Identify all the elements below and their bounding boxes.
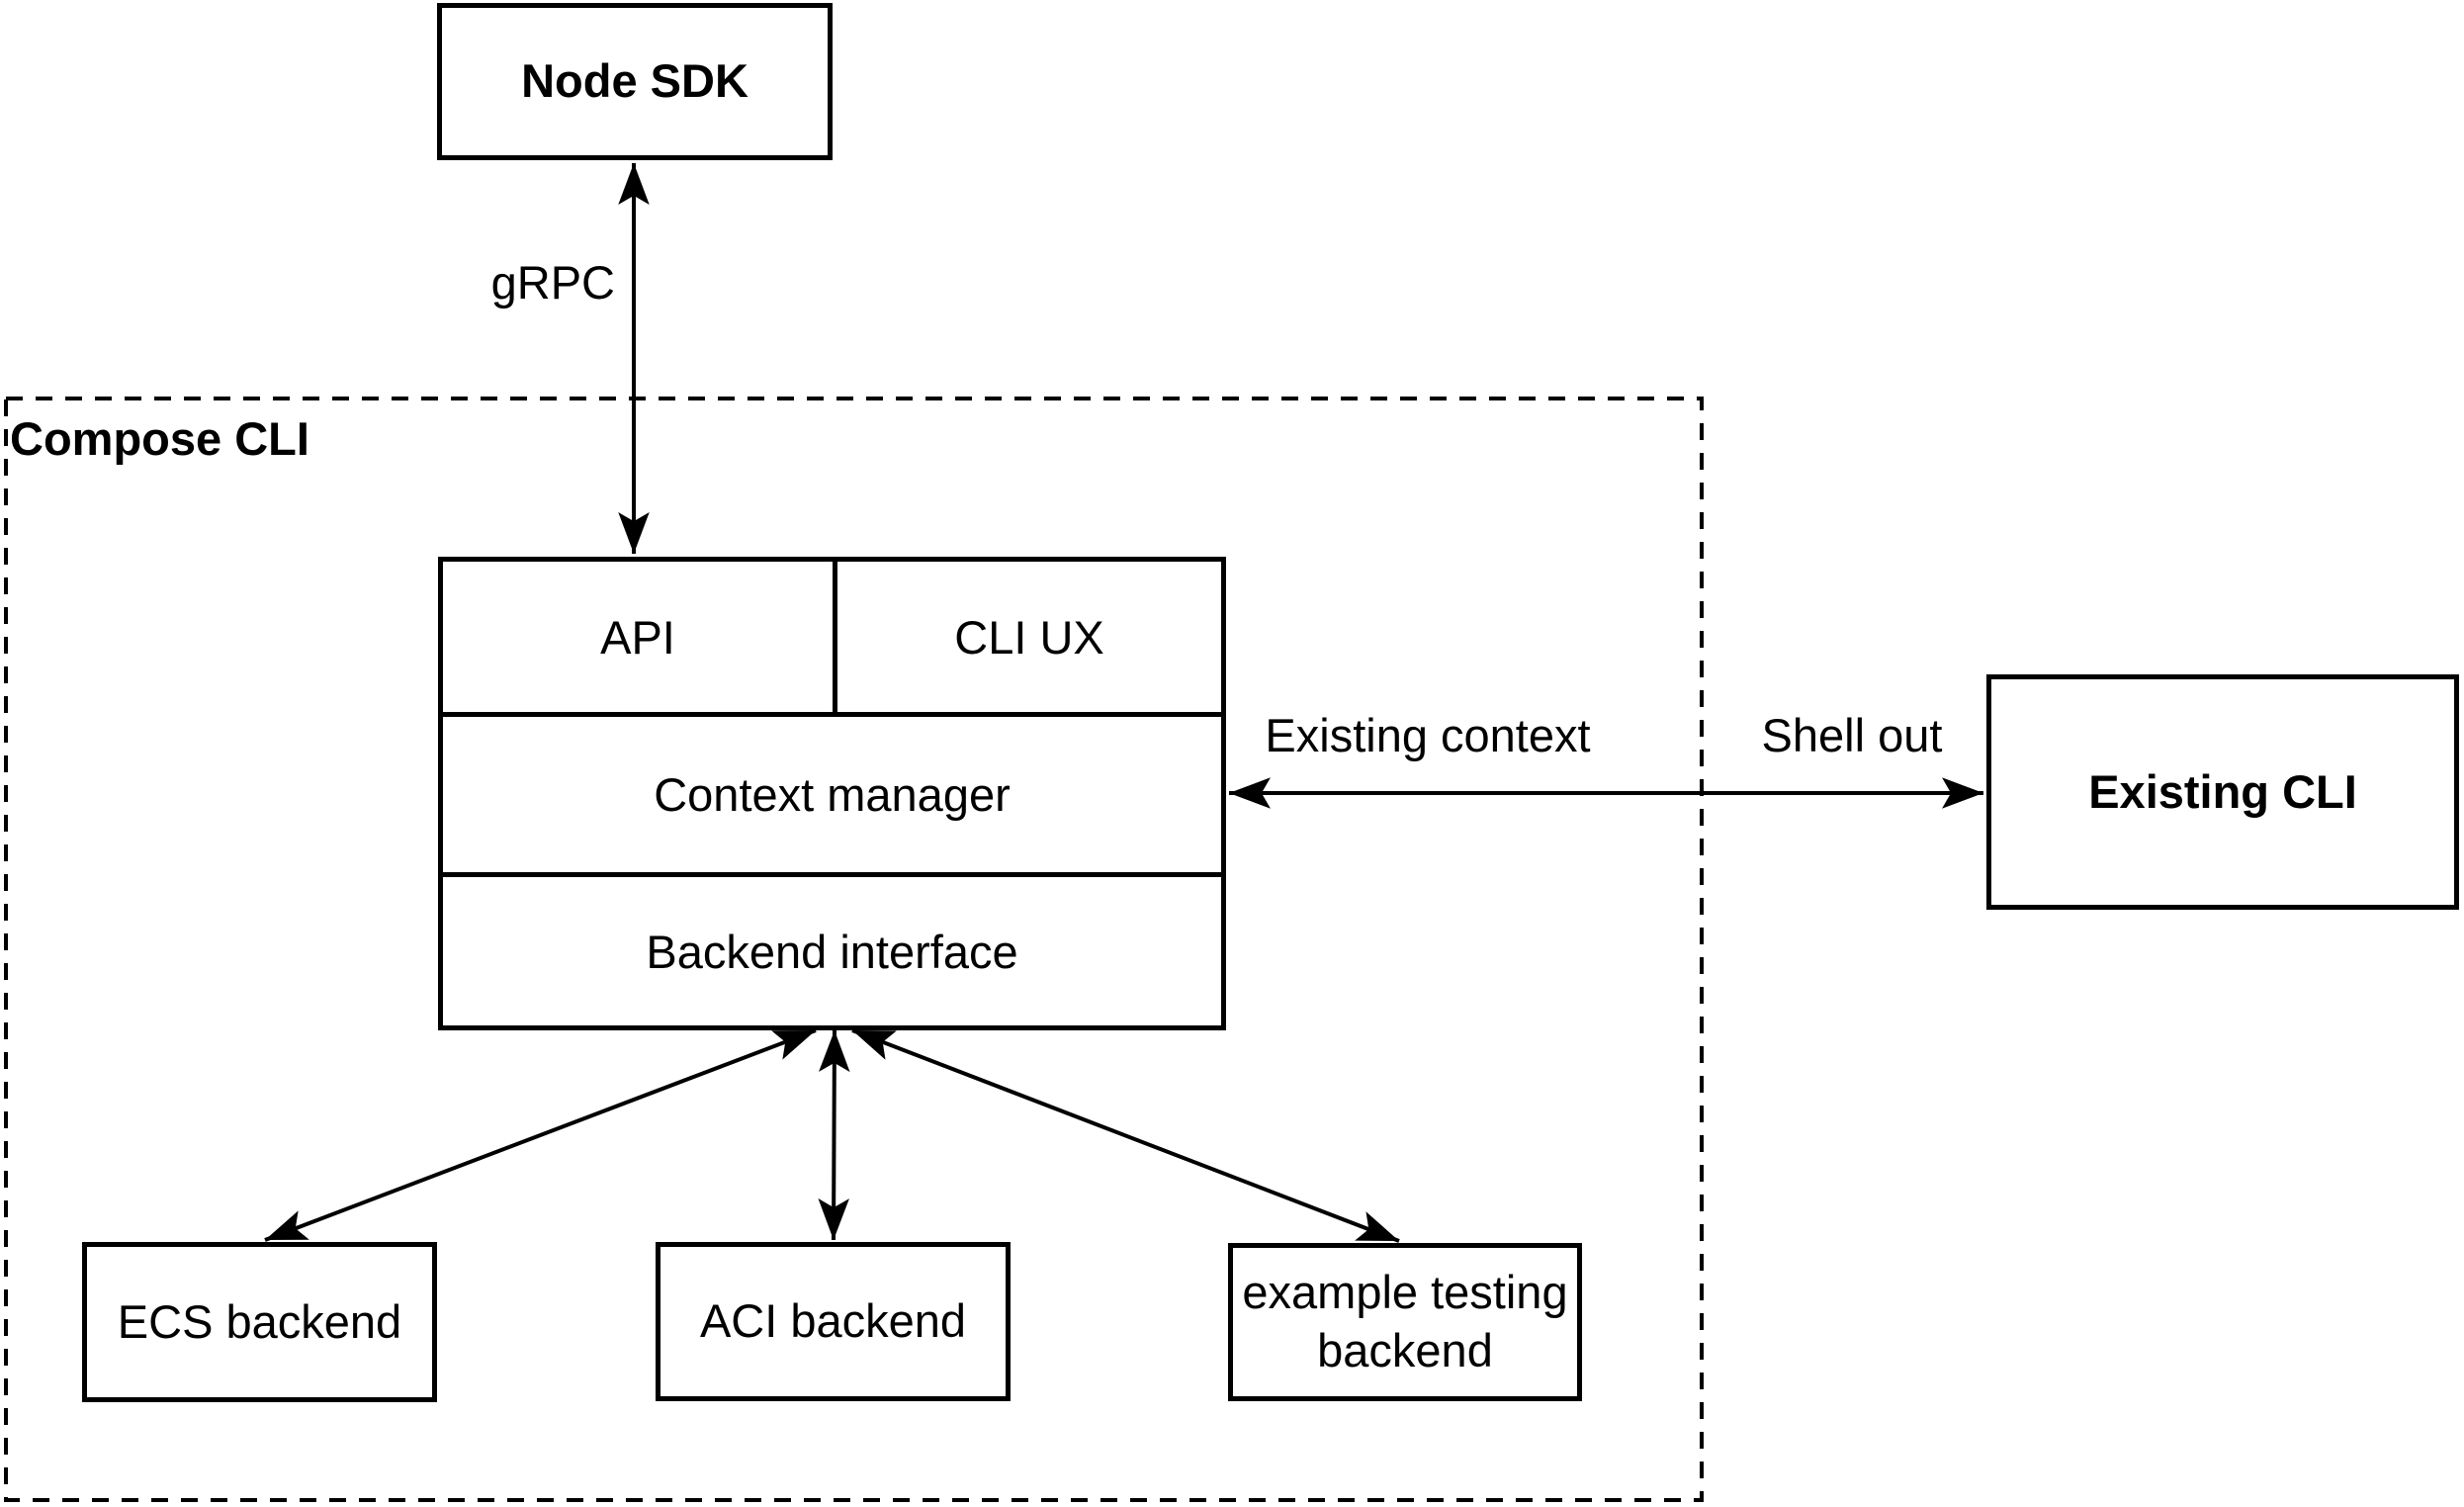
example-backend-arrow [851,1028,1400,1243]
existing-context-edge-label: Existing context [1265,709,1591,761]
node-sdk-label: Node SDK [521,54,748,108]
ecs-backend-box: ECS backend [82,1242,437,1402]
existing-cli-box: Existing CLI [1986,674,2459,910]
compose-cli-core-stack: API CLI UX Context manager Backend inter… [438,557,1226,1030]
context-manager-label: Context manager [654,768,1011,821]
grpc-edge-label: gRPC [490,256,615,309]
compose-cli-container-border [4,397,1704,1502]
aci-backend-box: ACI backend [656,1242,1011,1401]
ecs-backend-label: ECS backend [117,1294,402,1348]
shell-out-edge-label: Shell out [1761,709,1943,761]
api-label: API [600,610,675,664]
backend-interface-box: Backend interface [443,872,1221,1025]
example-testing-backend-label: example testing backend [1242,1266,1568,1376]
ecs-backend-arrow [264,1028,817,1242]
api-cliux-row: API CLI UX [443,562,1221,712]
node-sdk-box: Node SDK [437,3,833,160]
compose-cli-container-label: Compose CLI [10,412,309,465]
example-testing-backend-box: example testing backend [1228,1243,1582,1401]
cli-ux-box: CLI UX [837,562,1221,712]
backend-interface-label: Backend interface [646,925,1018,978]
existing-cli-label: Existing CLI [2088,764,2357,818]
aci-backend-label: ACI backend [699,1294,967,1348]
aci-backend-arrow [818,1029,850,1241]
api-box: API [443,562,837,712]
cli-ux-label: CLI UX [954,610,1104,664]
context-manager-box: Context manager [443,712,1221,872]
